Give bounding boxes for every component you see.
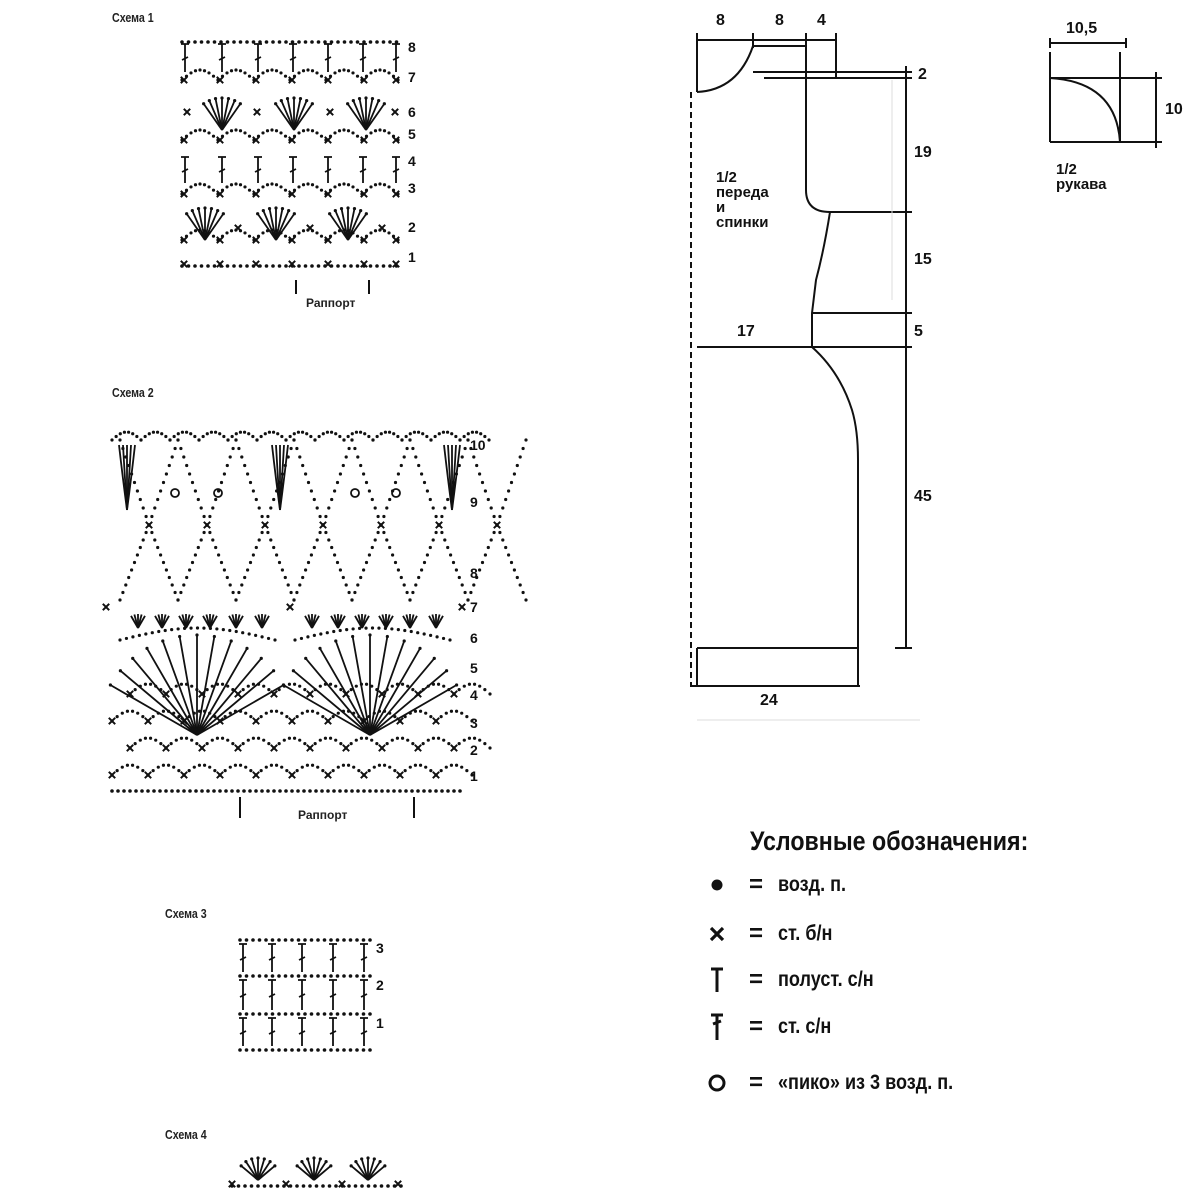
schema-1-rapport-label: Раппорт (306, 296, 356, 310)
legend-item-sc: = ст. б/н (700, 917, 841, 951)
schema-1-row-4: 4 (408, 153, 416, 169)
schema-1-row-8: 8 (408, 39, 416, 55)
legend-text-dc: ст. с/н (778, 1015, 832, 1038)
legend-text-chain: возд. п. (778, 873, 847, 896)
legend-eq: = (748, 966, 763, 993)
legend-eq: = (748, 920, 763, 947)
schema-1-row-7: 7 (408, 69, 416, 85)
schema-4-chart (228, 1156, 403, 1188)
dim-45: 45 (914, 488, 932, 505)
legend-item-picot: = «пико» из 3 возд. п. (700, 1066, 982, 1100)
schema-2-row-5: 5 (470, 660, 478, 676)
schema-2-title: Схема 2 (112, 385, 154, 400)
sleeve-width: 10,5 (1066, 20, 1098, 37)
dim-15: 15 (914, 251, 932, 268)
dim-2: 2 (918, 66, 927, 83)
schema-4-title: Схема 4 (165, 1127, 207, 1142)
schema-1-row-6: 6 (408, 104, 416, 120)
schema-1-row-3: 3 (408, 180, 416, 196)
dim-5: 5 (914, 323, 923, 340)
legend-eq: = (748, 1069, 763, 1096)
dc-icon (700, 1012, 734, 1042)
x-icon (700, 925, 734, 943)
sleeve-height: 10 (1165, 101, 1183, 118)
schema-2-chart (102, 430, 528, 818)
schema-2-row-6: 6 (470, 630, 478, 646)
dim-top-c: 4 (817, 12, 826, 29)
picot-icon (700, 1073, 734, 1093)
dim-top-b: 8 (775, 12, 784, 29)
schema-3-row-1: 1 (376, 1015, 384, 1031)
schema-2-row-1: 1 (470, 768, 478, 784)
legend-item-hdc: = полуст. с/н (700, 963, 889, 997)
dim-top-a: 8 (716, 12, 725, 29)
legend-text-picot: «пико» из 3 возд. п. (778, 1071, 954, 1094)
legend-title: Условные обозначения: (750, 826, 1029, 856)
schema-3-chart (238, 938, 372, 1052)
legend-item-chain: = возд. п. (700, 868, 857, 902)
schema-1-row-1: 1 (408, 249, 416, 265)
schema-2-row-9: 9 (470, 494, 478, 510)
schema-2-row-2: 2 (470, 742, 478, 758)
legend-item-dc: = ст. с/н (700, 1010, 840, 1044)
schema-3-row-2: 2 (376, 977, 384, 993)
schema-2-row-3: 3 (470, 715, 478, 731)
schema-1-chart (180, 40, 400, 294)
body-pattern-drawing (690, 33, 920, 721)
schema-3-title: Схема 3 (165, 906, 207, 921)
schema-2-row-10: 10 (470, 437, 486, 453)
schema-1-row-2: 2 (408, 219, 416, 235)
schema-2-row-4: 4 (470, 687, 478, 703)
dot-icon (700, 878, 734, 892)
dim-24: 24 (760, 692, 778, 709)
legend-text-sc: ст. б/н (778, 922, 833, 945)
schema-3-row-3: 3 (376, 940, 384, 956)
legend-eq: = (748, 1013, 763, 1040)
body-pattern-label: 1/2 переда и спинки (716, 169, 769, 231)
schema-2-row-8: 8 (470, 565, 478, 581)
legend-eq: = (748, 871, 763, 898)
legend-text-hdc: полуст. с/н (778, 968, 874, 991)
schema-1-title: Схема 1 (112, 10, 154, 25)
sleeve-pattern-label: 1/2 рукава (1056, 161, 1107, 193)
schema-1-row-5: 5 (408, 126, 416, 142)
dim-19: 19 (914, 144, 932, 161)
half-dc-icon (700, 966, 734, 994)
schema-2-rapport-label: Раппорт (298, 808, 348, 822)
schema-2-row-7: 7 (470, 599, 478, 615)
dim-17: 17 (737, 323, 755, 340)
sleeve-pattern-drawing (1049, 38, 1162, 148)
